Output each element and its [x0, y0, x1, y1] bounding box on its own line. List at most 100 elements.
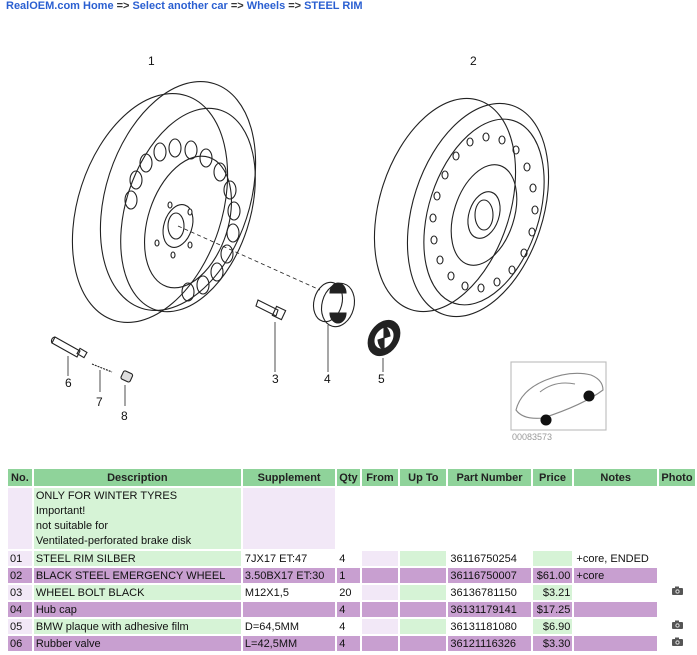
note-line: ONLY FOR WINTER TYRES [35, 490, 178, 502]
emergency-wheel-drawing [373, 97, 550, 318]
breadcrumb-separator: => [230, 0, 244, 12]
note-line: not suitable for [35, 520, 108, 532]
table-header-row: No. Description Supplement Qty From Up T… [8, 469, 695, 486]
cell-price: $6.90 [532, 619, 573, 634]
cell-photo [659, 636, 695, 651]
breadcrumb-select-car-link[interactable]: Select another car [132, 0, 228, 12]
wheel-bolt-drawing [255, 299, 287, 321]
cell-upto [400, 636, 447, 651]
cell-qty: 4 [337, 602, 360, 617]
cell-qty: 1 [337, 568, 360, 583]
cell-price: $3.30 [532, 636, 573, 651]
image-code: 00083573 [512, 432, 552, 442]
cell-part-number[interactable]: 36131181080 [448, 619, 531, 634]
cell-price: $3.21 [532, 585, 573, 600]
note-rest [337, 488, 695, 549]
cell-no: 03 [8, 585, 32, 600]
col-no: No. [8, 469, 32, 486]
note-row: ONLY FOR WINTER TYRES Important! not sui… [8, 488, 695, 549]
cell-qty: 4 [337, 551, 360, 566]
parts-diagram: 1 2 3 4 5 6 7 8 00083573 [50, 54, 607, 442]
rubber-valve-drawing [50, 336, 134, 383]
callout-8: 8 [121, 409, 128, 423]
cell-notes [574, 619, 657, 634]
camera-icon[interactable] [671, 620, 684, 630]
note-supplement [242, 488, 336, 549]
note-text: ONLY FOR WINTER TYRES Important! not sui… [33, 488, 241, 549]
cell-supplement [242, 602, 336, 617]
cell-description: BLACK STEEL EMERGENCY WHEEL [33, 568, 241, 583]
col-upto: Up To [400, 469, 447, 486]
col-supplement: Supplement [242, 469, 336, 486]
cell-upto [400, 568, 447, 583]
cell-description: BMW plaque with adhesive film [33, 619, 241, 634]
breadcrumb-current-link[interactable]: STEEL RIM [304, 0, 363, 12]
cell-supplement: D=64,5MM [242, 619, 336, 634]
cell-qty: 4 [337, 619, 360, 634]
cell-no: 02 [8, 568, 32, 583]
note-line: Important! [35, 505, 86, 517]
breadcrumb-wheels-link[interactable]: Wheels [246, 0, 286, 12]
cell-part-number[interactable]: 36116750254 [448, 551, 531, 566]
col-photo: Photo [659, 469, 695, 486]
cell-notes: +core, ENDED [574, 551, 657, 566]
bmw-plaque-drawing [367, 319, 401, 357]
cell-from [361, 551, 399, 566]
cell-notes [574, 585, 657, 600]
col-description: Description [33, 469, 241, 486]
cell-description: STEEL RIM SILBER [33, 551, 241, 566]
callout-2: 2 [470, 54, 477, 68]
breadcrumb-home-link[interactable]: RealOEM.com Home [6, 0, 114, 12]
cell-price [532, 551, 573, 566]
col-notes: Notes [574, 469, 657, 486]
callout-4: 4 [324, 372, 331, 386]
col-from: From [361, 469, 399, 486]
cell-qty: 20 [337, 585, 360, 600]
cell-supplement: 7JX17 ET:47 [242, 551, 336, 566]
cell-no: 01 [8, 551, 32, 566]
cell-notes [574, 602, 657, 617]
cell-upto [400, 619, 447, 634]
cell-from [361, 619, 399, 634]
cell-no: 06 [8, 636, 32, 651]
callout-3: 3 [272, 372, 279, 386]
steel-rim-drawing [71, 81, 321, 323]
callout-1: 1 [148, 54, 155, 68]
cell-part-number[interactable]: 36131179141 [448, 602, 531, 617]
cell-upto [400, 585, 447, 600]
col-qty: Qty [337, 469, 360, 486]
hub-cap-drawing [312, 281, 356, 328]
camera-icon[interactable] [671, 586, 684, 596]
cell-part-number[interactable]: 36136781150 [448, 585, 531, 600]
cell-photo [659, 551, 695, 566]
camera-icon[interactable] [671, 637, 684, 647]
cell-from [361, 636, 399, 651]
cell-part-number[interactable]: 36116750007 [448, 568, 531, 583]
col-price: Price [532, 469, 573, 486]
breadcrumb: RealOEM.com Home=>Select another car=>Wh… [6, 0, 363, 12]
cell-from [361, 585, 399, 600]
cell-notes: +core [574, 568, 657, 583]
cell-photo [659, 585, 695, 600]
cell-photo [659, 568, 695, 583]
breadcrumb-separator: => [116, 0, 130, 12]
cell-no: 04 [8, 602, 32, 617]
cell-qty: 4 [337, 636, 360, 651]
car-thumbnail [510, 361, 607, 431]
callout-5: 5 [378, 372, 385, 386]
cell-supplement: M12X1,5 [242, 585, 336, 600]
cell-from [361, 568, 399, 583]
cell-from [361, 602, 399, 617]
cell-photo [659, 602, 695, 617]
parts-table: No. Description Supplement Qty From Up T… [6, 467, 697, 653]
cell-part-number[interactable]: 36121116326 [448, 636, 531, 651]
cell-upto [400, 551, 447, 566]
cell-upto [400, 602, 447, 617]
callout-7: 7 [96, 395, 103, 409]
